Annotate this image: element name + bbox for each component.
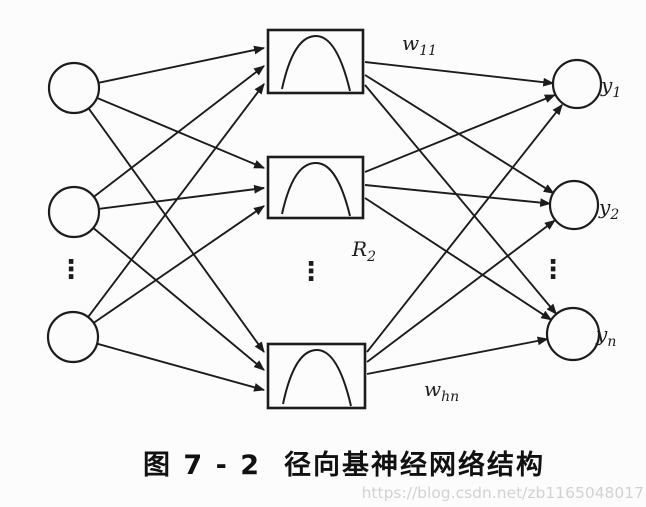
output-ellipsis: ⋮	[540, 255, 566, 285]
arrow-input2-hidden2	[98, 184, 266, 210]
hidden-node-3	[266, 342, 367, 410]
arrow-hidden2-output2	[364, 184, 552, 207]
output-node-1	[551, 58, 603, 110]
rbf-box-1	[266, 28, 365, 95]
arrow-hidden2-output1	[364, 94, 556, 173]
watermark-text: https://blog.csdn.net/zb1165048017	[362, 484, 644, 502]
input-node-1	[47, 61, 101, 115]
output-layer: ⋮ y1 y2 yn	[540, 58, 621, 362]
input-layer: ⋮	[46, 61, 101, 364]
figure-caption: 图 7 - 2 径向基神经网络结构	[143, 449, 545, 481]
arrow-input3-hidden3	[96, 342, 266, 392]
input-ellipsis: ⋮	[58, 255, 84, 285]
arrow-hidden3-output2	[366, 219, 556, 363]
arrow-input1-hidden2	[96, 96, 266, 169]
arrow-hidden3-output3-whn	[366, 336, 549, 375]
hidden-ellipsis: ⋮	[298, 257, 324, 287]
arrow-hidden2-output3	[364, 197, 553, 321]
arrow-hidden1-output3	[364, 84, 558, 315]
output-node-2	[548, 179, 600, 231]
arrow-input1-hidden1	[98, 45, 266, 84]
gaussian-curve-icon	[282, 348, 352, 407]
arrow-input3-hidden2	[92, 205, 265, 324]
output-node-3	[545, 306, 601, 362]
label-yn: yn	[595, 322, 616, 350]
label-y2: y2	[598, 195, 619, 223]
arrow-hidden3-output1	[366, 103, 563, 353]
input-node-3	[46, 310, 100, 364]
input-node-2	[47, 185, 101, 239]
arrows-hidden-to-output	[364, 61, 563, 375]
rbf-box-3	[266, 342, 367, 410]
arrow-hidden1-output1-w11	[364, 61, 555, 87]
gaussian-curve-icon	[281, 34, 351, 92]
arrows-input-to-hidden	[87, 45, 266, 392]
label-w11: w11	[402, 31, 437, 59]
arrow-input2-hidden3	[92, 226, 265, 371]
arrow-input3-hidden1	[87, 83, 265, 318]
caption-number: 图 7 - 2	[143, 450, 261, 481]
label-r2: R2	[351, 237, 376, 265]
arrow-input2-hidden1	[92, 65, 265, 198]
arrow-input1-hidden3	[87, 107, 265, 353]
rbf-box-2	[266, 155, 365, 220]
caption-title: 径向基神经网络结构	[284, 449, 545, 481]
label-whn: whn	[424, 377, 459, 405]
hidden-node-2	[266, 155, 365, 220]
label-y1: y1	[600, 73, 621, 101]
hidden-node-1	[266, 28, 365, 95]
hidden-layer: R2 ⋮	[266, 28, 376, 410]
gaussian-curve-icon	[281, 161, 351, 217]
